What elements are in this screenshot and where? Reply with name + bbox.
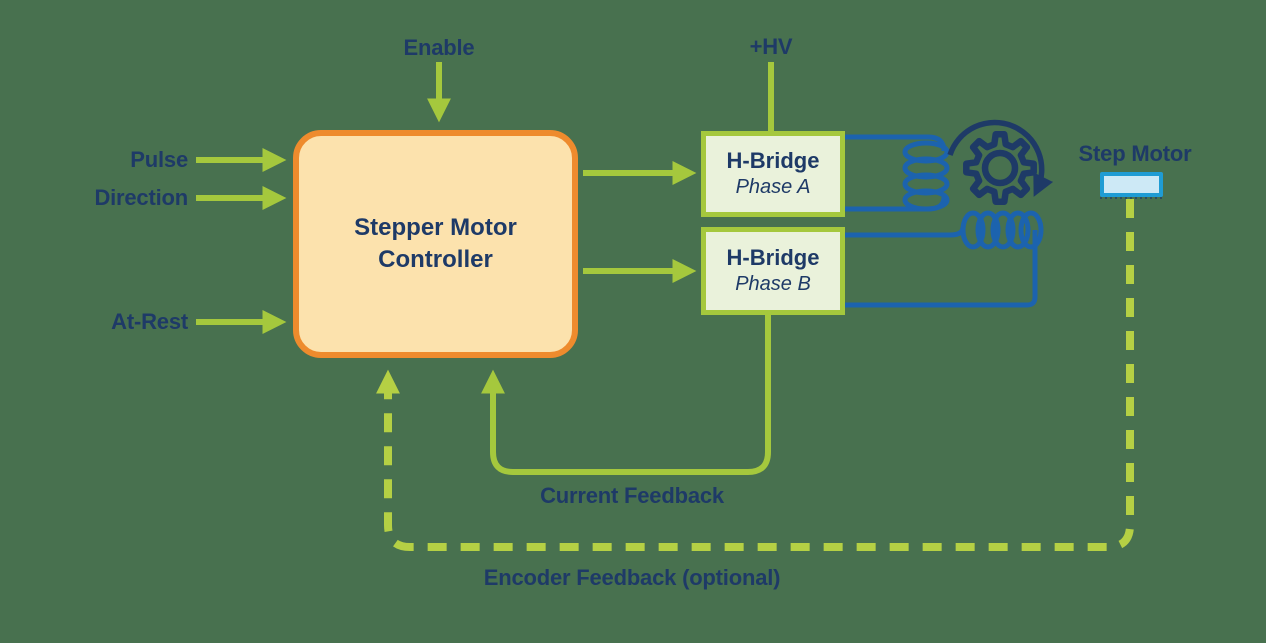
enable-label: Enable (403, 35, 475, 60)
phase-b-coil-icon (845, 210, 1044, 308)
h-bridge-b-title: H-Bridge (726, 245, 820, 271)
gear-icon (963, 131, 1037, 205)
h-bridge-b-phase: Phase B (735, 272, 811, 295)
h-bridge-a-phase: Phase A (735, 175, 811, 198)
h-bridge-phase-a-box: H-Bridge Phase A (701, 131, 845, 217)
hv-label: +HV (749, 34, 793, 59)
rotation-arrow-icon (947, 119, 1054, 197)
encoder-feedback-line (376, 199, 1134, 551)
pulse-label: Pulse (130, 147, 188, 172)
h-bridge-a-title: H-Bridge (726, 148, 820, 174)
at-rest-label: At-Rest (111, 309, 188, 334)
encoder-feedback-label: Encoder Feedback (optional) (483, 565, 781, 590)
phase-a-coil-icon (845, 134, 950, 212)
h-bridge-phase-b-box: H-Bridge Phase B (701, 227, 845, 315)
current-feedback-label: Current Feedback (540, 483, 724, 508)
direction-label: Direction (94, 185, 188, 210)
stepper-motor-controller-box: Stepper Motor Controller (293, 130, 578, 358)
step-motor-box (1100, 172, 1163, 197)
controller-label: Stepper Motor Controller (354, 214, 517, 273)
current-feedback-line (481, 315, 771, 475)
step-motor-label: Step Motor (1078, 141, 1192, 166)
